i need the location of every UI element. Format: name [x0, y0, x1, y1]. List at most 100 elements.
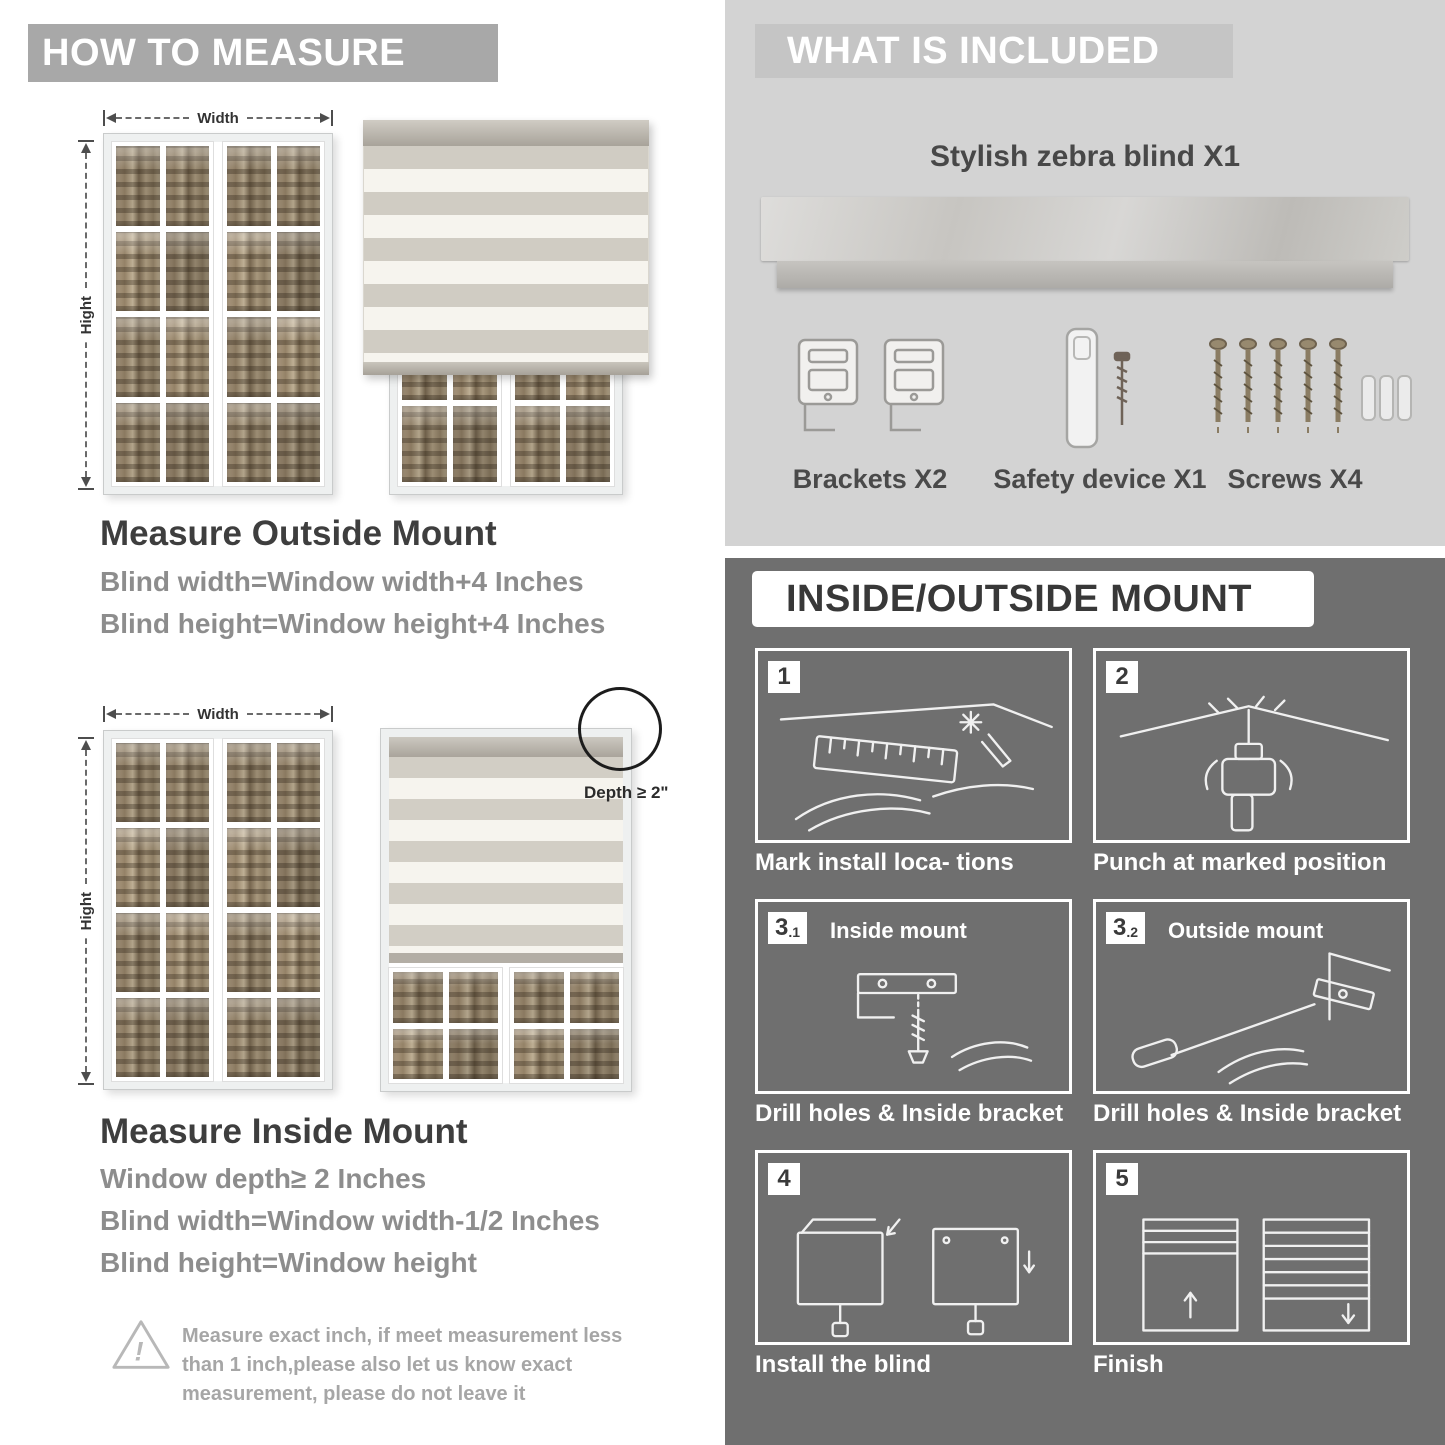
blind-stripes: [363, 146, 649, 362]
width-label: Width: [189, 705, 247, 723]
step-1-illustration: [764, 695, 1063, 836]
window-pane: [276, 743, 320, 822]
window-pane: [448, 1028, 498, 1079]
warning-icon: !: [110, 1316, 172, 1374]
measurement-line: Blind height=Window height: [100, 1247, 477, 1278]
window-pane: [569, 1028, 619, 1079]
window-pane: [393, 1028, 443, 1079]
step-panel-1: 1: [755, 648, 1072, 843]
window-pane: [165, 402, 209, 482]
inside-mount-heading: Measure Inside Mount: [100, 1112, 468, 1151]
step-number: 2: [1106, 661, 1138, 693]
zebra-blind-outside: [363, 120, 649, 375]
step-number: 1: [768, 661, 800, 693]
measurement-line: Blind height=Window height+4 Inches: [100, 608, 606, 639]
headrail-lip: [777, 261, 1393, 288]
outside-mount-heading: Measure Outside Mount: [100, 514, 497, 553]
window-illustration-inside: [103, 730, 333, 1090]
window-pane: [276, 913, 320, 992]
window-pane: [165, 146, 209, 226]
window-pane: [227, 998, 271, 1077]
measurement-line: Blind width=Window width-1/2 Inches: [100, 1205, 600, 1236]
step-caption: Drill holes & Inside bracket: [1093, 1100, 1402, 1127]
step-panel-3-2: 3.2 Outside mount: [1093, 899, 1410, 1094]
window-pane: [514, 972, 564, 1023]
width-arrow-outside: Width: [103, 109, 333, 127]
safety-device-icon: [1045, 325, 1155, 460]
step-panel-5: 5: [1093, 1150, 1410, 1345]
item-label: Brackets X2: [792, 464, 948, 494]
step-caption: Drill holes & Inside bracket: [755, 1100, 1064, 1127]
step-3-1-illustration: [764, 946, 1063, 1087]
window-illustration-outside: [103, 133, 333, 495]
window-pane: [116, 913, 160, 992]
what-is-included-title: WHAT IS INCLUDED: [787, 29, 1160, 72]
step-panel-4: 4: [755, 1150, 1072, 1345]
dashed-line: [246, 117, 321, 119]
blind-headrail: [389, 737, 623, 757]
what-is-included-banner: WHAT IS INCLUDED: [755, 24, 1233, 78]
outside-mount-blind-illustration: [363, 120, 649, 495]
blind-bottom-rail: [389, 953, 623, 963]
window-pane: [393, 972, 443, 1023]
arrow-left-icon: [106, 709, 116, 719]
step-5-illustration: [1102, 1197, 1401, 1338]
window-pane: [276, 402, 320, 482]
window-pane: [276, 998, 320, 1077]
window-pane: [116, 317, 160, 397]
step-label: Outside mount: [1168, 918, 1324, 943]
window-pane: [165, 828, 209, 907]
arrow-down-icon: [81, 1072, 91, 1083]
dashed-line: [246, 713, 321, 715]
window-pane: [165, 231, 209, 311]
depth-circle: [578, 687, 662, 771]
window-pane: [116, 402, 160, 482]
height-arrow-outside: Hight: [77, 140, 95, 490]
svg-text:!: !: [135, 1336, 144, 1367]
window-pane: [165, 913, 209, 992]
dashed-line: [85, 153, 87, 288]
what-is-included-section: WHAT IS INCLUDED Stylish zebra blind X1: [725, 0, 1445, 546]
bracket-icon: [787, 332, 959, 454]
arrow-left-icon: [106, 113, 116, 123]
window-pane: [116, 231, 160, 311]
step-panel-3-1: 3.1 Inside mount: [755, 899, 1072, 1094]
dashed-line: [85, 938, 87, 1073]
height-label: Hight: [77, 883, 95, 939]
inside-mount-blind-illustration: [380, 728, 632, 1092]
window-pane: [227, 146, 271, 226]
dashed-line: [85, 342, 87, 478]
window-pane: [448, 972, 498, 1023]
step-number: 3.1: [768, 912, 808, 944]
arrow-right-icon: [320, 113, 331, 123]
window-pane: [227, 231, 271, 311]
step-label: Inside mount: [830, 918, 967, 943]
window-pane: [402, 405, 447, 482]
measure-note: Measure exact inch, if meet measurement …: [182, 1325, 623, 1405]
step-2-illustration: [1102, 695, 1401, 836]
window-pane: [227, 317, 271, 397]
measurement-line: Window depth≥ 2 Inches: [100, 1163, 427, 1194]
screws-icon: [1200, 330, 1412, 460]
how-to-measure-banner: HOW TO MEASURE: [28, 24, 498, 82]
arrow-up-icon: [81, 740, 91, 750]
window-pane: [565, 405, 610, 482]
window-pane: [165, 998, 209, 1077]
window-pane: [276, 317, 320, 397]
step-panel-2: 2: [1093, 648, 1410, 843]
window-pane: [227, 828, 271, 907]
width-arrow-inside: Width: [103, 705, 333, 723]
depth-label: Depth ≥ 2": [584, 783, 669, 802]
inside-outside-mount-title: INSIDE/OUTSIDE MOUNT: [786, 577, 1253, 620]
window-pane: [276, 231, 320, 311]
step-number: 3.2: [1106, 912, 1146, 944]
blind-bottom-rail: [363, 362, 649, 375]
window-pane: [276, 828, 320, 907]
window-pane: [165, 743, 209, 822]
step-caption: Finish: [1093, 1351, 1164, 1378]
window-pane: [116, 743, 160, 822]
mount-section: INSIDE/OUTSIDE MOUNT 1: [725, 558, 1445, 1445]
window-pane: [165, 317, 209, 397]
step-caption: Install the blind: [755, 1351, 932, 1378]
arrow-up-icon: [81, 143, 91, 153]
